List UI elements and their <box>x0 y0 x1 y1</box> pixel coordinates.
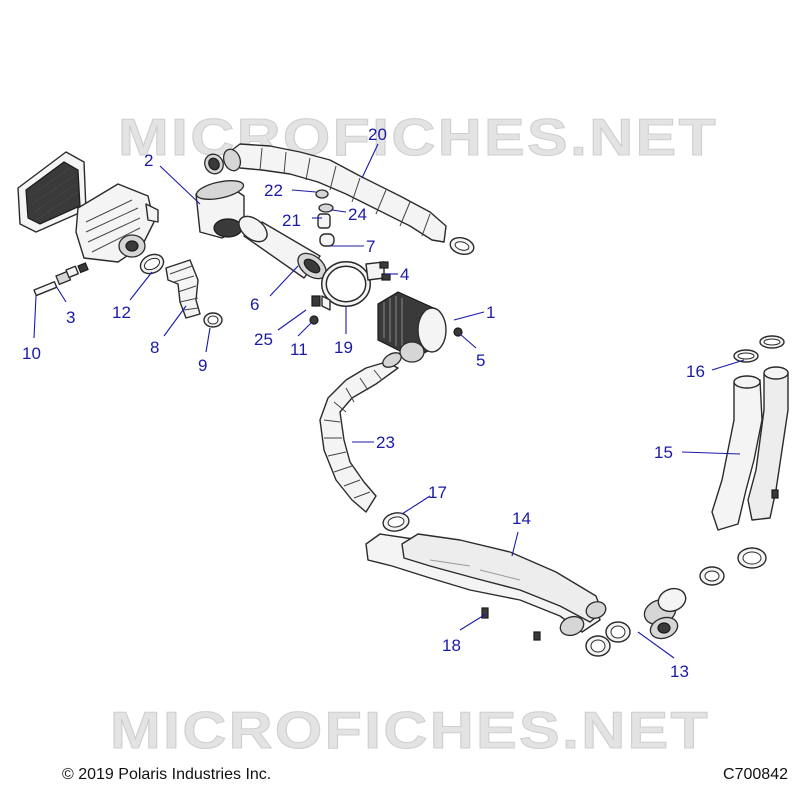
callouts: 1 2 3 4 5 6 7 8 9 10 11 12 13 14 15 16 1… <box>22 125 705 681</box>
clamps-16-part <box>733 335 785 363</box>
bolts-4-part <box>379 261 391 281</box>
clamp-9-part <box>203 312 223 328</box>
intake-duct-20-part <box>222 143 447 243</box>
copyright-text: © 2019 Polaris Industries Inc. <box>62 766 272 783</box>
callout-20: 20 <box>368 125 387 144</box>
callout-14: 14 <box>512 509 531 528</box>
bracket-19-part <box>321 261 385 311</box>
callout-4: 4 <box>400 265 409 284</box>
airbox-base-part <box>75 183 159 263</box>
callout-17: 17 <box>428 483 447 502</box>
callout-9: 9 <box>198 356 207 375</box>
callout-2: 2 <box>144 151 153 170</box>
callout-6: 6 <box>250 295 259 314</box>
callout-5: 5 <box>476 351 485 370</box>
callout-12: 12 <box>112 303 131 322</box>
callout-13: 13 <box>670 662 689 681</box>
callout-7: 7 <box>366 237 375 256</box>
callout-15: 15 <box>654 443 673 462</box>
flex-hose-8-part <box>165 259 201 319</box>
clamps-14-end-part <box>585 621 631 657</box>
bolt-18-part <box>481 607 541 641</box>
couplers-13-part <box>643 587 687 640</box>
bolts-25-11-part <box>309 295 321 325</box>
air-filter-6-part <box>238 215 327 280</box>
callout-11: 11 <box>290 340 308 359</box>
diagram-code: C700842 <box>723 766 788 783</box>
callout-18: 18 <box>442 636 461 655</box>
callout-16: 16 <box>686 362 705 381</box>
callout-25: 25 <box>254 330 273 349</box>
callout-22: 22 <box>264 181 283 200</box>
drain-fitting-part <box>33 262 89 297</box>
flex-hose-23-part <box>319 361 399 513</box>
connector-23-top-part <box>382 352 402 368</box>
clamp-12-part <box>139 253 165 275</box>
callout-8: 8 <box>150 338 159 357</box>
clamp-17-part <box>382 512 410 532</box>
airbox-cover-part <box>17 151 87 233</box>
callout-1: 1 <box>486 303 495 322</box>
watermark-bottom: MICROFICHES.NET <box>110 702 710 760</box>
callout-10: 10 <box>22 344 41 363</box>
callout-23: 23 <box>376 433 395 452</box>
coupler-part <box>204 153 224 175</box>
leader-lines <box>33 143 745 659</box>
filter-canister-1-part <box>377 291 447 363</box>
clamps-13-part <box>699 547 767 586</box>
callout-21: 21 <box>282 211 301 230</box>
filter-housing-2-part <box>195 180 245 239</box>
callout-19: 19 <box>334 338 353 357</box>
dual-duct-14-part <box>365 533 607 637</box>
callout-24: 24 <box>348 205 367 224</box>
callout-3: 3 <box>66 308 75 327</box>
vertical-ducts-15-part <box>711 366 789 531</box>
clamp-20-end-part <box>449 236 475 256</box>
